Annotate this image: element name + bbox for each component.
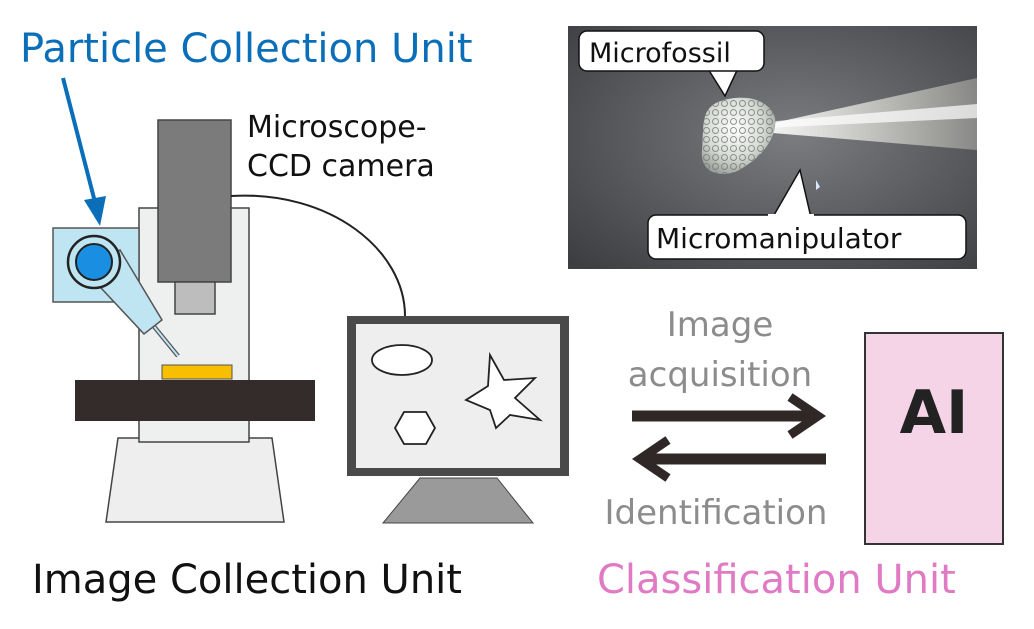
ccd-camera-body	[157, 119, 232, 283]
camera-label-line2: CCD camera	[247, 149, 435, 184]
micromanipulator-label: Micromanipulator	[656, 222, 902, 255]
particle-arrow-head	[84, 196, 106, 226]
camera-label-line1: Microscope-	[247, 110, 427, 145]
acquisition-arrow	[632, 393, 827, 439]
screen-ellipse	[371, 344, 433, 376]
particle-unit-title: Particle Collection Unit	[20, 26, 473, 72]
micromanipulator-callout: Micromanipulator	[647, 167, 967, 260]
microfossil-label: Microfossil	[589, 38, 731, 69]
particle-arrow-shaft	[61, 77, 98, 207]
image-unit-title: Image Collection Unit	[32, 557, 462, 603]
objective-lens	[174, 281, 216, 315]
screen-hexagon	[393, 411, 437, 445]
collector-wheel-inner	[75, 243, 113, 281]
monitor-screen	[356, 324, 560, 468]
ai-label: AI	[900, 378, 969, 448]
screen-star	[464, 351, 543, 430]
identification-label: Identification	[605, 493, 828, 533]
ai-box	[864, 332, 1004, 545]
monitor-stand	[381, 477, 535, 524]
sample-slide	[161, 364, 233, 380]
classification-unit-title: Classification Unit	[597, 557, 956, 603]
acquisition-label-line1: Image	[667, 305, 773, 345]
microfossil-callout: Microfossil	[578, 30, 765, 98]
acquisition-label-line2: acquisition	[628, 355, 812, 395]
camera-cable	[230, 194, 406, 317]
microscope-base	[105, 437, 285, 523]
microscope-stage	[75, 380, 315, 421]
identification-arrow	[631, 436, 826, 482]
